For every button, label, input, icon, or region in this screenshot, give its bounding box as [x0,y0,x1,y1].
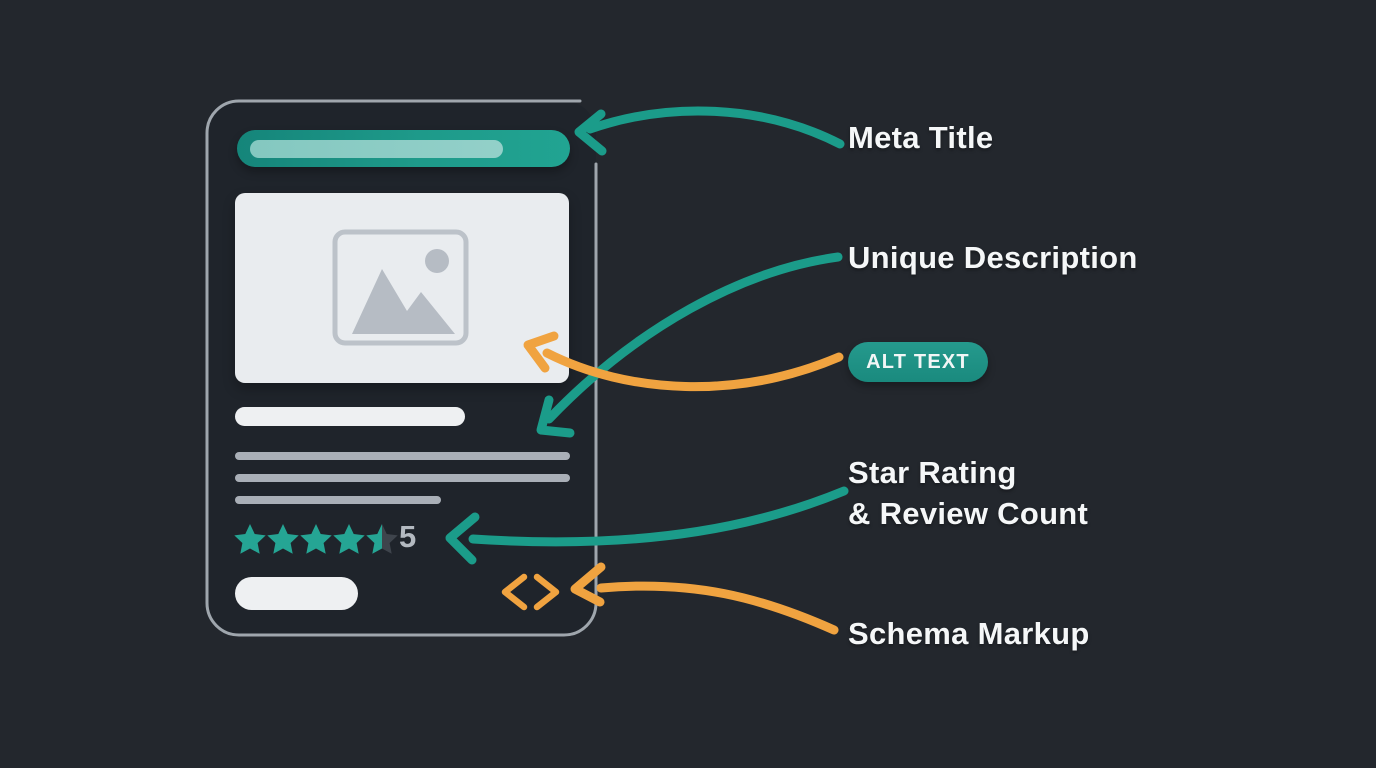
product-image-placeholder [235,193,569,383]
image-icon [332,229,469,346]
meta-title-arrow [574,106,845,156]
half-star-icon [366,524,398,554]
star-rating-icons [234,524,398,554]
star-icon [333,524,365,554]
annotation-star-rating-line1: Star Rating [848,455,1017,490]
cta-button-placeholder [235,577,358,610]
description-line [235,452,570,460]
star-icon [267,524,299,554]
annotation-alt-text-badge: ALT TEXT [848,342,988,382]
annotation-unique-description: Unique Description [848,240,1138,275]
schema-markup-arrow [570,562,839,635]
description-line [235,496,441,504]
review-count: 5 [399,519,417,554]
annotation-meta-title: Meta Title [848,120,994,155]
meta-title-bar-inner [250,140,503,158]
annotation-star-rating: Star Rating & Review Count [848,452,1088,534]
annotation-star-rating-line2: & Review Count [848,496,1089,531]
annotation-schema-markup: Schema Markup [848,616,1090,651]
star-icon [234,524,266,554]
description-line [235,474,570,482]
meta-title-bar [237,130,570,167]
product-title-bar [235,407,465,426]
star-icon [300,524,332,554]
